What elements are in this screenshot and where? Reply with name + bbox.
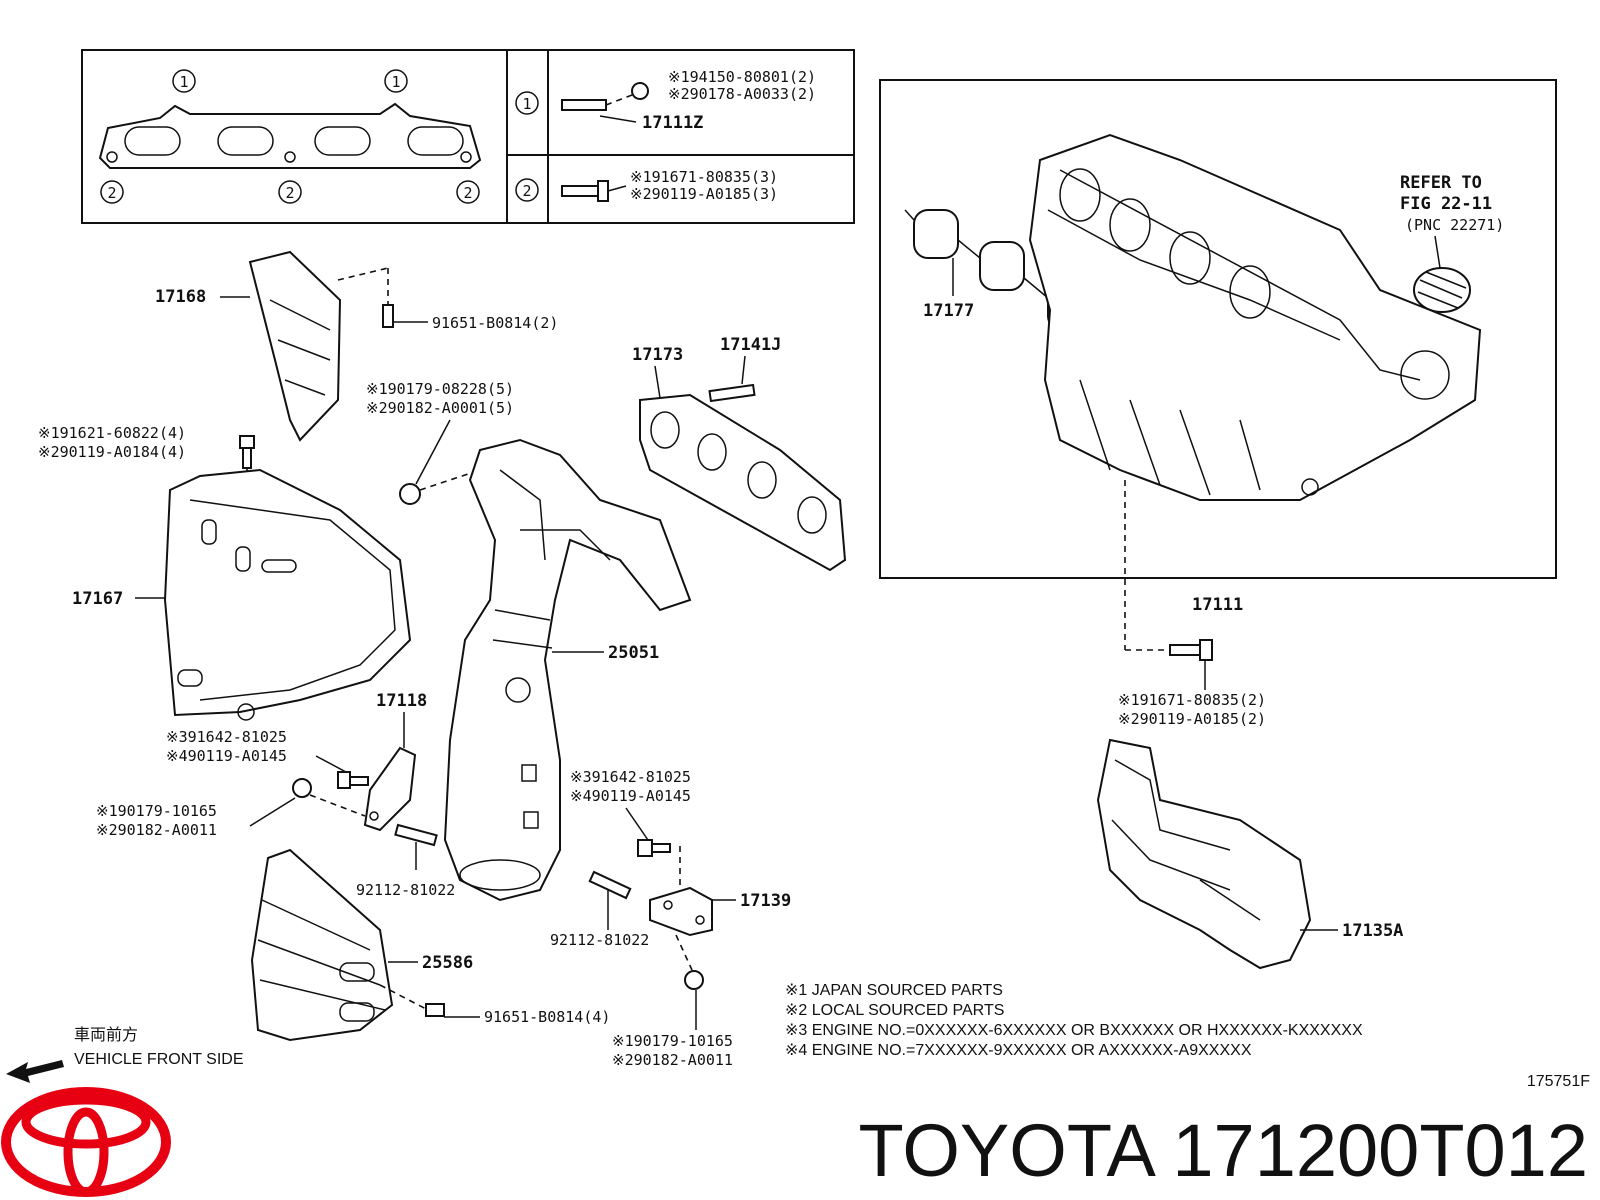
exhaust-manifold-25051 <box>443 438 692 902</box>
label-91651-bottom: 91651-B0814(4) <box>484 1008 610 1026</box>
figure-number: 175751F <box>1527 1073 1590 1090</box>
refer-line2: FIG 22-11 <box>1400 194 1492 214</box>
label-90179-10165-right: ※190179-10165 <box>612 1032 733 1050</box>
row1-label1: ※194150-80801(2) <box>668 68 816 86</box>
label-17139: 17139 <box>740 891 791 911</box>
direction-jp: 車両前方 <box>74 1026 138 1044</box>
manifold-17111: 17111 <box>1192 595 1243 615</box>
label-17118: 17118 <box>376 691 427 711</box>
note-2: ※2 LOCAL SOURCED PARTS <box>785 1002 1004 1019</box>
label-17141j: 17141J <box>720 335 781 355</box>
label-90182-a0001: ※290182-A0001(5) <box>366 399 514 417</box>
label-25051: 25051 <box>608 643 659 663</box>
arrow-left-icon <box>6 1060 64 1083</box>
callout-1-row: 1 <box>522 95 531 113</box>
callout-1a: 1 <box>179 73 188 91</box>
callout-1b: 1 <box>391 73 400 91</box>
insulator-25586 <box>250 848 480 1042</box>
note-3: ※3 ENGINE NO.=0XXXXXX-6XXXXXX OR BXXXXXX… <box>785 1022 1363 1039</box>
brand-name: TOYOTA <box>859 1109 1157 1192</box>
callout-2c: 2 <box>463 184 472 202</box>
label-91651-top: 91651-B0814(2) <box>432 314 558 332</box>
part-number: 171200T012 <box>1172 1109 1588 1192</box>
part-number-gap <box>1152 1109 1173 1192</box>
label-17167: 17167 <box>72 589 123 609</box>
note-1: ※1 JAPAN SOURCED PARTS <box>785 982 1003 999</box>
label-17173: 17173 <box>632 345 683 365</box>
note-4: ※4 ENGINE NO.=7XXXXXX-9XXXXXX OR AXXXXXX… <box>785 1042 1252 1059</box>
insulator-17168 <box>220 250 428 442</box>
gasket-inset: 1 1 2 2 2 1 2 ※194150-80801(2) ※290178-A… <box>81 49 855 224</box>
intake-manifold-box: REFER TO FIG 22-11 (PNC 22271) 17177 <box>879 79 1557 651</box>
label-90182-a0011-right: ※290182-A0011 <box>612 1051 733 1069</box>
refer-line1: REFER TO <box>1400 173 1482 193</box>
label-90119-a0145-right: ※490119-A0145 <box>570 787 691 805</box>
callout-2a: 2 <box>107 184 116 202</box>
label-90182-a0011-left: ※290182-A0011 <box>96 821 217 839</box>
label-25586: 25586 <box>422 953 473 973</box>
intake-bolt-label1: ※191671-80835(2) <box>1118 691 1266 709</box>
direction-en: VEHICLE FRONT SIDE <box>74 1051 244 1068</box>
label-90119-a0184: ※290119-A0184(4) <box>38 443 186 461</box>
label-91642-right: ※391642-81025 <box>570 768 691 786</box>
toyota-logo-icon <box>1 1087 171 1197</box>
gasket-17173 <box>639 393 847 572</box>
label-17135a: 17135A <box>1342 921 1403 941</box>
label-91642-left: ※391642-81025 <box>166 728 287 746</box>
label-90179-10165-left: ※190179-10165 <box>96 802 217 820</box>
label-90179-08228: ※190179-08228(5) <box>366 380 514 398</box>
label-91621: ※191621-60822(4) <box>38 424 186 442</box>
notes: ※1 JAPAN SOURCED PARTS ※2 LOCAL SOURCED … <box>785 982 1363 1059</box>
intake-bolt-label2: ※290119-A0185(2) <box>1118 710 1266 728</box>
label-90119-a0145-left: ※490119-A0145 <box>166 747 287 765</box>
insulator-17167 <box>135 468 412 721</box>
label-92112-right: 92112-81022 <box>550 931 649 949</box>
insulator-17135a <box>1096 738 1338 970</box>
row1-label2: ※290178-A0033(2) <box>668 85 816 103</box>
row1-part: 17111Z <box>642 113 703 133</box>
footer-title: TOYOTA 171200T012 <box>859 1109 1589 1192</box>
gasket-17177: 17177 <box>923 301 974 321</box>
label-92112-left: 92112-81022 <box>356 881 455 899</box>
refer-line3: (PNC 22271) <box>1405 216 1504 234</box>
label-17168: 17168 <box>155 287 206 307</box>
row2-label1: ※191671-80835(3) <box>630 168 778 186</box>
intake-bolt <box>1169 639 1213 690</box>
callout-2-row: 2 <box>522 182 531 200</box>
callout-2b: 2 <box>285 184 294 202</box>
row2-label2: ※290119-A0185(3) <box>630 185 778 203</box>
